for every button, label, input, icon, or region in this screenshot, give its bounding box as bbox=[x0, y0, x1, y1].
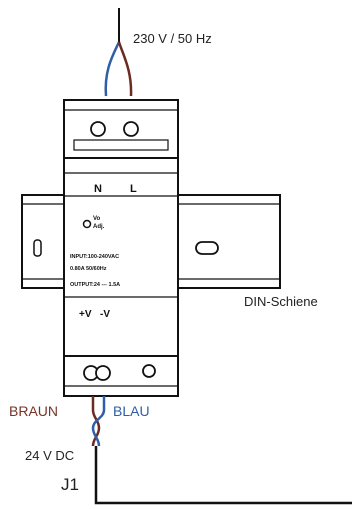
plus-v-label: +V bbox=[79, 309, 92, 320]
terminal-l-label: L bbox=[130, 183, 137, 195]
spec-current: 0.80A 50/60Hz bbox=[70, 266, 107, 272]
terminal-screw-n bbox=[90, 121, 106, 137]
power-supply-module: N L Vo Adj. INPUT:100-240VAC 0.80A 50/60… bbox=[63, 99, 179, 397]
terminal-screw-minus bbox=[95, 365, 111, 381]
voltage-adjust-pot bbox=[82, 219, 92, 229]
wire-blue-label: BLAU bbox=[113, 403, 150, 419]
vo-adj-label-bottom: Adj. bbox=[93, 224, 105, 230]
spec-input: INPUT:100-240VAC bbox=[70, 254, 119, 260]
mains-cable bbox=[104, 8, 133, 97]
output-cable bbox=[91, 396, 352, 505]
vo-adj-label-top: Vo bbox=[93, 216, 101, 222]
din-rail-label: DIN-Schiene bbox=[244, 294, 318, 309]
minus-v-label: -V bbox=[100, 309, 110, 320]
wire-brown-label: BRAUN bbox=[9, 403, 58, 419]
supply-voltage-label: 230 V / 50 Hz bbox=[133, 31, 212, 46]
connector-label: J1 bbox=[61, 475, 79, 494]
terminal-n-label: N bbox=[94, 183, 102, 195]
terminal-screw-l bbox=[123, 121, 139, 137]
terminal-screw-extra bbox=[142, 364, 156, 378]
output-terminal-block bbox=[63, 355, 179, 397]
spec-output: OUTPUT:24 --- 1.5A bbox=[70, 282, 120, 288]
output-voltage-label: 24 V DC bbox=[25, 448, 74, 463]
